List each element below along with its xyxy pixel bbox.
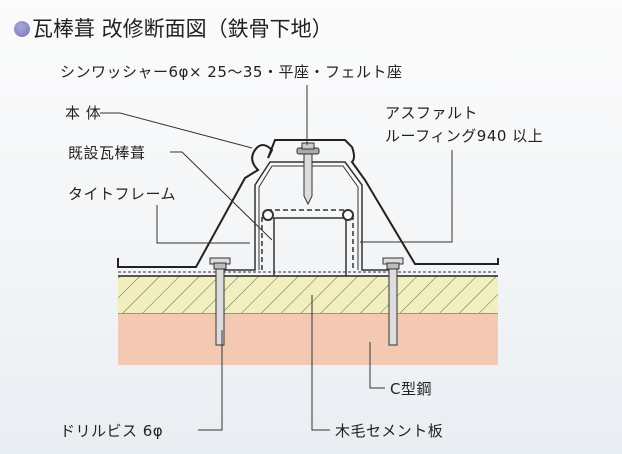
roof-sheet-body — [117, 139, 499, 268]
label-asphalt-1: アスファルト — [385, 104, 479, 122]
drill-screw-left — [209, 257, 231, 346]
seam-roll-right — [342, 209, 354, 221]
label-c-steel: C型鋼 — [390, 380, 432, 398]
washer-screw — [296, 142, 320, 206]
label-existing-roof: 既設瓦棒葺 — [68, 144, 146, 162]
label-cement-board: 木毛セメント板 — [335, 422, 444, 440]
leader-asphalt — [360, 150, 453, 243]
leader-tight-frame — [156, 205, 250, 244]
leader-lines — [100, 85, 453, 431]
existing-batten-roof — [261, 209, 354, 270]
leader-drill-screw — [198, 330, 223, 431]
seam-roll-left — [262, 209, 274, 221]
label-tight-frame: タイトフレーム — [68, 185, 177, 203]
label-asphalt-2: ルーフィング940 以上 — [385, 127, 544, 145]
label-body: 本 体 — [65, 104, 102, 122]
c-steel-layer — [118, 313, 498, 365]
leader-c-steel — [369, 342, 385, 389]
bullet-icon — [14, 21, 30, 37]
leader-cement-board — [311, 295, 330, 431]
cement-board-hatching — [118, 276, 498, 313]
drill-screw-right — [382, 257, 404, 346]
diagram-title: 瓦棒葺 改修断面図（鉄骨下地） — [32, 17, 333, 41]
leader-existing-roof — [170, 151, 273, 241]
label-drill-screw: ドリルビス 6φ — [60, 422, 164, 440]
leader-body — [100, 112, 253, 149]
label-washer: シンワッシャー6φ× 25〜35・平座・フェルト座 — [60, 63, 403, 81]
existing-batten-core — [273, 217, 347, 276]
